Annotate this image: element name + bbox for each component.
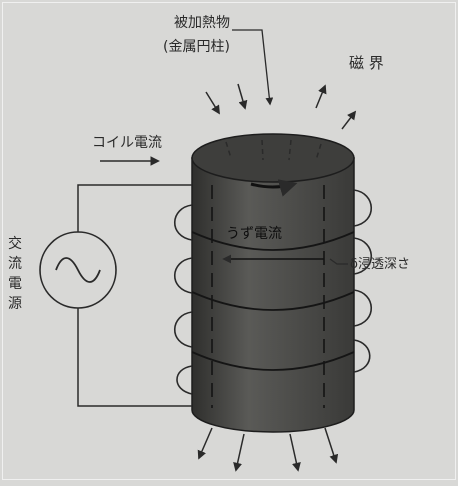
coil-front-2: [191, 291, 355, 311]
coil-front-3: [191, 351, 355, 371]
ac-source-label-char-3: 電: [8, 276, 22, 292]
sine-wave-icon: [55, 257, 101, 283]
coil-current-label: コイル電流: [92, 135, 162, 151]
ac-source-label-char-2: 流: [8, 256, 22, 272]
eddy-current-label: うず電流: [226, 226, 282, 242]
ac-source-label-char-1: 交: [8, 235, 22, 252]
coil-right-loops: [353, 189, 372, 373]
cylinder-side: [191, 157, 355, 433]
magnetic-field-label: 磁 界: [349, 54, 384, 72]
ac-source-label-char-4: 源: [8, 296, 22, 312]
image-frame: [2, 2, 456, 480]
magnetic-field-arrows-bottom: [197, 427, 339, 472]
circuit-wires: [77, 184, 192, 407]
cylinder-top: [191, 133, 355, 183]
penetration-depth-label: δ浸透深さ: [350, 257, 410, 272]
metal-cylinder: [191, 133, 355, 433]
workpiece-leader: [232, 29, 274, 106]
coil-left-loops: [174, 204, 193, 395]
ac-source: [39, 231, 117, 309]
magnetic-field-arrows-top: [205, 83, 357, 161]
eddy-arrow-top: [250, 179, 298, 197]
workpiece-label-line1: 被加熱物: [174, 15, 230, 31]
coil-front-1: [191, 231, 355, 251]
workpiece-label-line2: (金属円柱): [163, 39, 230, 55]
ac-source-label: 交 流 電 源: [8, 235, 22, 312]
depth-leader: [329, 258, 348, 265]
